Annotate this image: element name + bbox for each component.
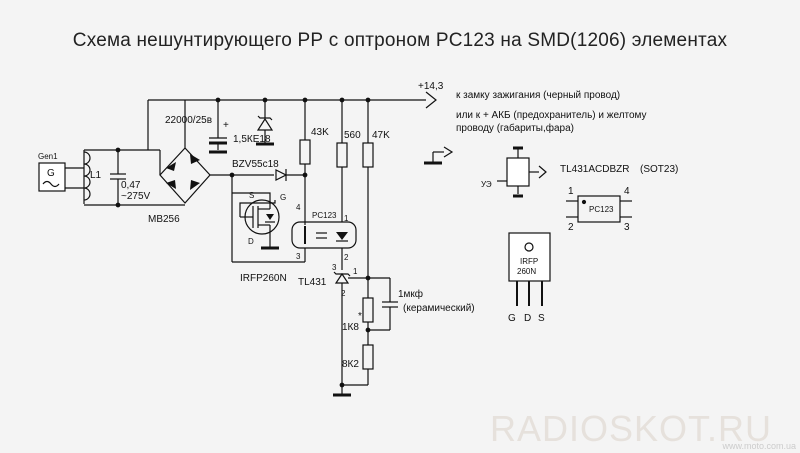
cap-22000-label: 22000/25в bbox=[165, 115, 212, 126]
cap-047-value: 0,47 bbox=[121, 180, 141, 191]
cap-1mkf-type: (керамический) bbox=[403, 303, 475, 314]
tl431-package: УЭ TL431ACDBZR (SOT23) bbox=[481, 146, 678, 198]
r47k-label: 47K bbox=[372, 130, 390, 141]
bridge-label: MB256 bbox=[148, 214, 180, 225]
mosfet-g: G bbox=[280, 193, 286, 202]
r1k8-label: 1К8 bbox=[342, 322, 359, 333]
tl-pin3: 3 bbox=[332, 263, 337, 272]
tvs-label: 1,5КЕ18 bbox=[233, 134, 271, 145]
coil-label: L1 bbox=[90, 170, 102, 181]
r43k-label: 43K bbox=[311, 127, 329, 138]
resistor-43k: 43K bbox=[299, 97, 329, 225]
resistor-560: 560 bbox=[336, 97, 361, 222]
irfp-text2: 260N bbox=[517, 267, 536, 276]
pc-pin3: 3 bbox=[624, 222, 630, 233]
r560-label: 560 bbox=[344, 130, 361, 141]
pc123-package: PC123 1 4 2 3 bbox=[566, 186, 632, 233]
mosfet-s: S bbox=[249, 191, 254, 200]
tl-pin1: 1 bbox=[353, 267, 358, 276]
tl-part-label: TL431ACDBZR bbox=[560, 164, 629, 175]
r1k8-star: * bbox=[358, 311, 362, 322]
cap-plus: + bbox=[223, 120, 229, 131]
optocoupler: PC123 4 1 3 2 bbox=[291, 203, 357, 270]
resistor-47k: 47K bbox=[362, 97, 390, 278]
coil-l1: L1 bbox=[83, 149, 160, 206]
opto-pin4: 4 bbox=[296, 203, 301, 212]
r8k2-label: 8К2 bbox=[342, 359, 359, 370]
opto-pin3: 3 bbox=[296, 252, 301, 261]
yellow-wire-note: проводу (габариты,фара) bbox=[456, 122, 574, 134]
cap-1mkf: 1мкф (керамический) bbox=[365, 277, 475, 333]
voltage-label: +14,3 bbox=[418, 81, 444, 92]
pc-body-label: PC123 bbox=[589, 205, 614, 214]
cap-22000: 22000/25в + bbox=[165, 97, 229, 154]
watermark: RADIOSKOT.RU bbox=[490, 408, 773, 449]
zener-diode: BZV55c18 bbox=[229, 159, 305, 181]
pc-pin1: 1 bbox=[568, 186, 574, 197]
irfp-d: D bbox=[524, 313, 531, 324]
ignition-note: к замку зажигания (черный провод) bbox=[456, 90, 620, 101]
tl431: 3 1 2 TL431 bbox=[298, 263, 371, 395]
opto-pin2: 2 bbox=[344, 253, 349, 262]
page-title: Схема нешунтирующего РР с оптроном PC123… bbox=[72, 30, 728, 51]
ground-symbol-right bbox=[424, 146, 454, 165]
tl-pin2: 2 bbox=[341, 289, 346, 298]
irfp-g: G bbox=[508, 313, 516, 324]
sot-label: (SOT23) bbox=[640, 164, 678, 175]
pc-pin4: 4 bbox=[624, 186, 630, 197]
irfp-package: IRFP 260N G D S bbox=[508, 232, 551, 324]
output-terminal bbox=[425, 91, 437, 109]
opto-pin1: 1 bbox=[344, 214, 349, 223]
mosfet-label: IRFP260N bbox=[240, 273, 287, 284]
resistor-8k2: 8К2 bbox=[333, 344, 374, 397]
zener-label: BZV55c18 bbox=[232, 159, 279, 170]
tvs-diode: 1,5КЕ18 bbox=[233, 97, 274, 146]
akb-note: или к + АКБ (предохранитель) и желтому bbox=[456, 110, 647, 121]
diode-bridge: MB256 bbox=[148, 100, 232, 225]
resistor-1k8: 1К8 * bbox=[342, 278, 374, 345]
opto-label: PC123 bbox=[312, 211, 337, 220]
ue-label: УЭ bbox=[481, 180, 492, 189]
cap-047-voltage: ~275V bbox=[121, 191, 151, 202]
mosfet: S G D IRFP260N bbox=[231, 175, 305, 284]
irfp-text1: IRFP bbox=[520, 257, 538, 266]
tl431-label: TL431 bbox=[298, 277, 327, 288]
pc-pin2: 2 bbox=[568, 222, 574, 233]
cap-047: 0,47 ~275V bbox=[110, 147, 151, 208]
site-url: www.moto.com.ua bbox=[722, 441, 796, 451]
gen-symbol: G bbox=[47, 168, 55, 179]
cap-1mkf-value: 1мкф bbox=[398, 288, 423, 300]
mosfet-d: D bbox=[248, 237, 254, 246]
generator: Gen1 G bbox=[38, 152, 84, 192]
irfp-s: S bbox=[538, 313, 545, 324]
gen-label: Gen1 bbox=[38, 152, 58, 161]
